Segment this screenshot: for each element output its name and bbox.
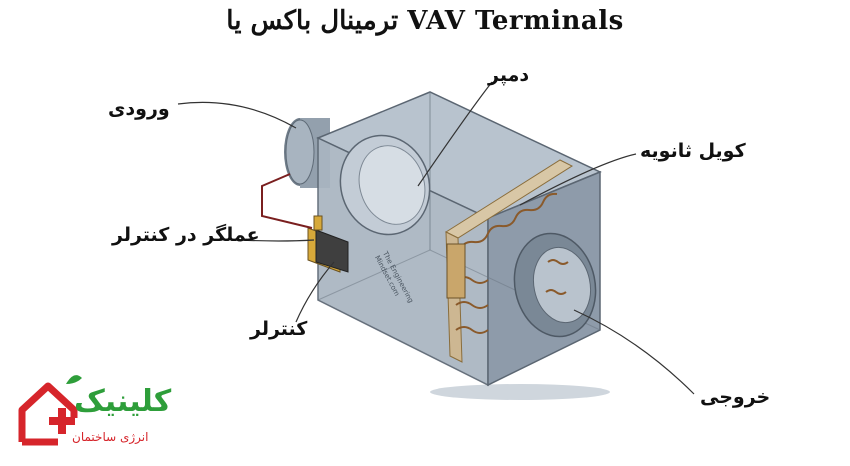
page-title: ترمینال باکس یا VAV Terminals: [226, 6, 624, 36]
logo: کلینیک انرژی ساختمان: [14, 364, 184, 460]
coil-terminal-block: [446, 243, 466, 299]
leader-actuator: [239, 239, 315, 242]
controller-actuator-unit: [307, 215, 349, 273]
leader-damper: [417, 81, 493, 187]
leader-coil: [519, 153, 637, 206]
label-controller: کنترلر: [250, 318, 308, 340]
leader-controller: [295, 261, 335, 323]
label-damper: دمپر: [488, 64, 530, 86]
label-inlet: ورودی: [108, 98, 170, 120]
leader-lines: [177, 81, 695, 395]
logo-name: کلینیک: [74, 384, 172, 419]
floor-shadow: [430, 384, 610, 400]
logo-subtitle: انرژی ساختمان: [72, 430, 149, 444]
control-wire: [261, 173, 313, 229]
secondary-coil: [444, 159, 574, 363]
logo-house-icon: [18, 375, 82, 446]
label-secondary-coil: کویل ثانویه: [640, 140, 746, 162]
leader-outlet: [573, 309, 695, 395]
label-controller-actuator: عملگر در کنترلر: [112, 224, 260, 246]
leader-inlet: [177, 101, 297, 129]
damper-disk: [339, 134, 431, 236]
label-outlet: خروجی: [700, 386, 771, 408]
logo-leaf-icon: [66, 375, 82, 384]
